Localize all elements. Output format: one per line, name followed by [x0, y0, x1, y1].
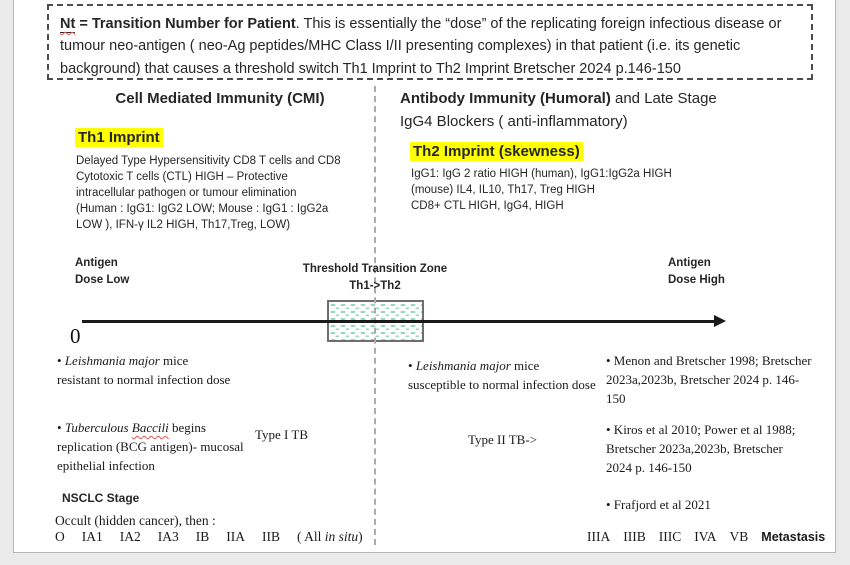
threshold-transition-zone-label: Threshold Transition Zone Th1->Th2	[302, 263, 448, 293]
th1-imprint-title: Th1 Imprint	[75, 128, 163, 147]
reference-kiros-power: • Kiros et al 2010; Power et al 1988; Br…	[606, 422, 796, 475]
leishmania-resistant-bullet: • Leishmania major mice resistant to nor…	[57, 353, 231, 387]
humoral-header: Antibody Immunity (Humoral) and Late Sta…	[400, 88, 800, 133]
nt-term-definition: = Transition Number for Patient	[75, 16, 296, 32]
stage-label: IIIC	[658, 529, 682, 544]
stage-label: IIIA	[587, 529, 611, 544]
dose-axis-arrowhead-icon	[714, 315, 726, 327]
stage-label: IIA	[226, 529, 245, 544]
stage-row-early: O IA1 IA2 IA3 IB IIA IIB ( All in situ)	[55, 529, 363, 545]
type-1-tb-label: Type I TB	[255, 427, 309, 442]
type-2-tb-label: Type II TB->	[468, 432, 537, 447]
stage-label: O	[55, 529, 65, 544]
stage-label: IA1	[81, 529, 103, 544]
stage-label: IA2	[119, 529, 141, 544]
stage-label: IVA	[694, 529, 717, 544]
th2-imprint-title: Th2 Imprint (skewness)	[410, 142, 583, 161]
th2-imprint-description: IgG1: IgG 2 ratio HIGH (human), IgG1:IgG…	[411, 168, 672, 213]
metastasis-label: Metastasis	[761, 530, 826, 544]
dose-axis-line	[82, 320, 716, 323]
reference-menon-bretscher: • Menon and Bretscher 1998; Bretscher 20…	[606, 353, 812, 406]
nt-note-body: . This is essentially the “dose” of the …	[60, 16, 782, 77]
humoral-header-line2: IgG4 Blockers ( anti-inflammatory)	[400, 112, 628, 130]
humoral-header-rest: and Late Stage	[610, 90, 717, 107]
humoral-header-bold: Antibody Immunity (Humoral)	[400, 90, 611, 107]
tuberculous-baccili-bullet: • Tuberculous Baccili begins replication…	[57, 420, 244, 473]
stage-label: IB	[195, 529, 210, 544]
antigen-dose-high-label: Antigen Dose High	[668, 257, 725, 287]
occult-line: Occult (hidden cancer), then :	[55, 513, 216, 528]
cmi-header: Cell Mediated Immunity (CMI)	[115, 90, 325, 107]
nt-term: Nt	[60, 16, 76, 33]
slide-canvas	[13, 0, 836, 553]
column-divider-dashed-line	[374, 86, 376, 545]
nsclc-stage-header: NSCLC Stage	[62, 491, 140, 505]
antigen-dose-low-label: Antigen Dose Low	[75, 257, 130, 287]
axis-origin-zero: 0	[70, 324, 81, 348]
stage-label: IIIB	[623, 529, 646, 544]
stage-row-late: IIIA IIIB IIIC IVA VB Metastasis	[587, 529, 825, 545]
stage-label: IA3	[157, 529, 179, 544]
reference-frafjord: • Frafjord et al 2021	[606, 497, 711, 512]
leishmania-susceptible-bullet: • Leishmania major mice susceptible to n…	[408, 358, 596, 392]
transition-number-note-box: Nt = Transition Number for Patient. This…	[47, 4, 813, 80]
th1-imprint-description: Delayed Type Hypersensitivity CD8 T cell…	[76, 155, 341, 232]
stage-label: VB	[729, 529, 749, 544]
stage-label: IIB	[262, 529, 280, 544]
stage-suffix-all-in-situ: ( All in situ)	[297, 529, 363, 544]
